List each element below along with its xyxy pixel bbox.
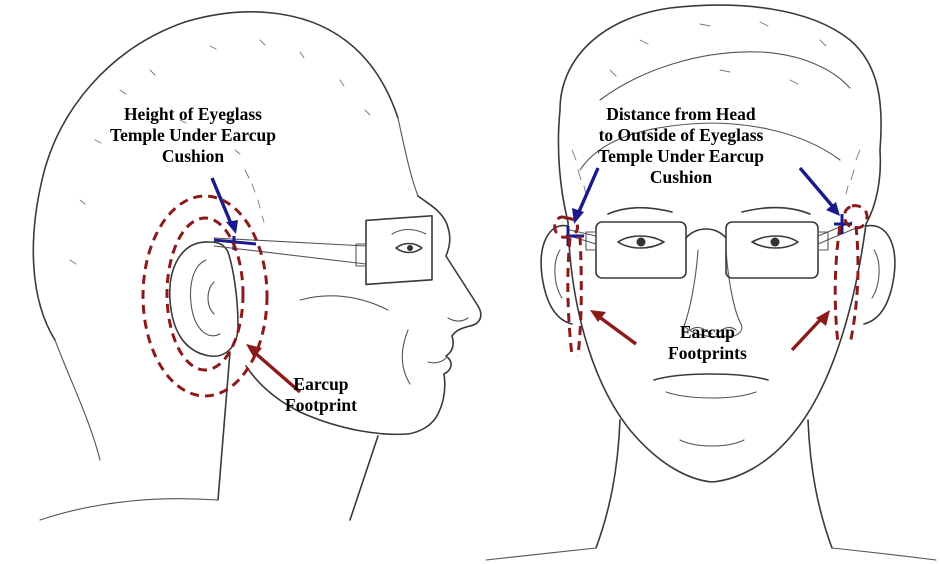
height-of-temple-label: Height of Eyeglass Temple Under Earcup C… [110,104,276,167]
label-line: Height of Eyeglass [110,104,276,125]
label-line: Distance from Head [598,104,764,125]
label-line: Earcup [285,374,357,395]
label-line: Cushion [110,146,276,167]
label-line: Footprint [285,395,357,416]
front-eyeglasses [570,222,856,278]
left-earcup-footprint [143,196,300,396]
label-line: to Outside of Eyeglass [598,125,764,146]
left-height-marker [212,178,256,250]
distance-to-temple-label: Distance from Head to Outside of Eyeglas… [598,104,764,188]
left-earcup-footprint-label: Earcup Footprint [285,374,357,416]
right-earcup-footprints-label: Earcup Footprints [668,322,747,364]
label-line: Footprints [668,343,747,364]
label-line: Cushion [598,167,764,188]
label-line: Temple Under Earcup [598,146,764,167]
front-view-head [486,5,936,560]
label-line: Temple Under Earcup [110,125,276,146]
label-line: Earcup [668,322,747,343]
side-profile-head [33,12,480,520]
